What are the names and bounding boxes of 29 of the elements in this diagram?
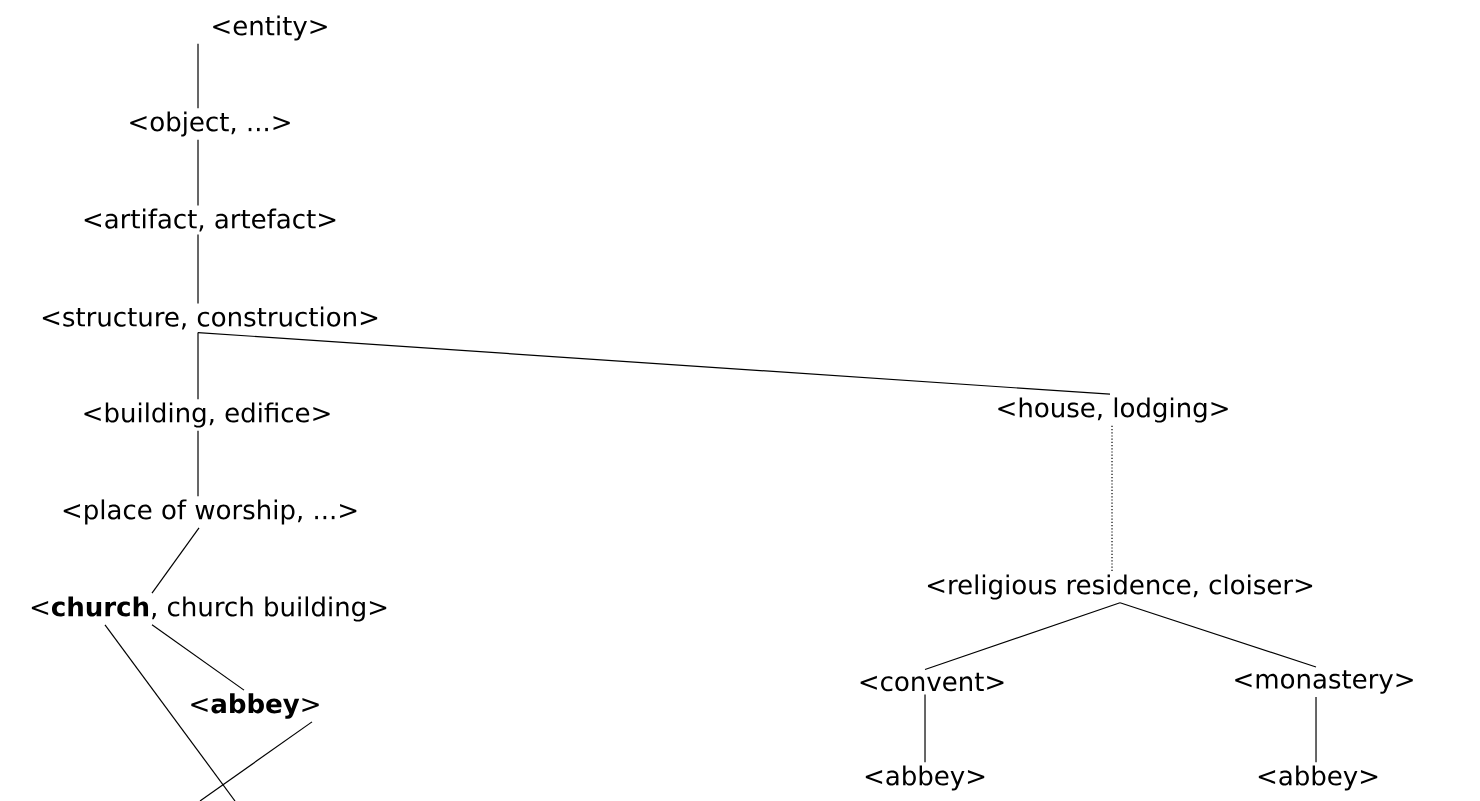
term-label: <religious residence, cloiser> bbox=[927, 574, 1313, 600]
term-label: <convent> bbox=[860, 672, 1004, 692]
term-label: <object, ...> bbox=[130, 111, 290, 137]
term-label: <place of worship, ...> bbox=[63, 499, 357, 525]
term-label: <abbey> bbox=[191, 693, 319, 719]
tree-line bbox=[199, 721, 313, 801]
tree-line bbox=[197, 43, 199, 109]
tree-line bbox=[197, 430, 199, 497]
term-label: <abbey> bbox=[1258, 765, 1378, 791]
term-label: <building, edifice> bbox=[84, 402, 330, 428]
tree-line bbox=[924, 602, 1121, 671]
tree-line bbox=[197, 234, 199, 304]
term-label: <artifact, artefact> bbox=[84, 208, 336, 232]
tree-line bbox=[1119, 602, 1317, 668]
tree-line bbox=[197, 331, 199, 400]
term-label: <abbey> bbox=[865, 765, 985, 791]
tree-line bbox=[1315, 696, 1317, 763]
tree-line bbox=[197, 139, 199, 206]
tree-line bbox=[151, 527, 200, 594]
term-label: <entity> bbox=[213, 15, 327, 41]
tree-line bbox=[1111, 425, 1113, 572]
term-label: <house, lodging> bbox=[998, 397, 1228, 423]
tree-line bbox=[197, 331, 1111, 395]
tree-line bbox=[924, 693, 926, 763]
term-label: <structure, construction> bbox=[42, 306, 378, 330]
term-label: <church, church building> bbox=[31, 596, 387, 622]
tree-line bbox=[104, 624, 236, 801]
term-label: <monastery> bbox=[1235, 670, 1413, 694]
tree-line bbox=[151, 624, 245, 691]
